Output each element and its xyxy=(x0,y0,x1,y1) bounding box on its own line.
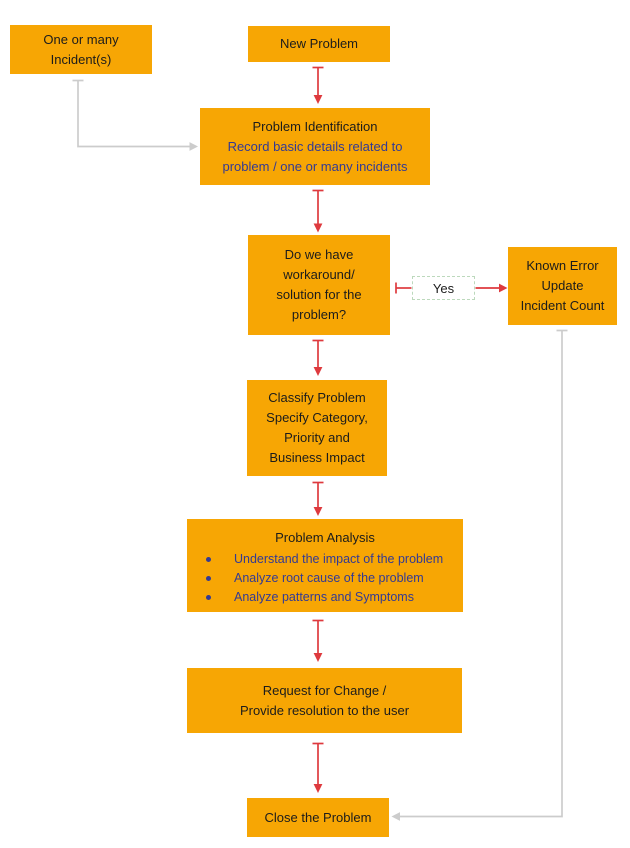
node-label-line: Known Error xyxy=(526,258,599,273)
analysis-bullet-item: Analyze root cause of the problem xyxy=(187,569,463,588)
node-label-line: Do we have xyxy=(284,247,354,262)
node-label-line: Provide resolution to the user xyxy=(239,702,410,718)
node-incidents: One or many Incident(s) xyxy=(10,25,152,74)
bullet-text: Analyze patterns and Symptoms xyxy=(234,590,414,604)
node-label-line: problem / one or many incidents xyxy=(222,158,408,174)
arrow-new-problem-to-identification xyxy=(312,66,324,104)
analysis-bullet-item: Analyze patterns and Symptoms xyxy=(187,588,463,607)
node-label-line: New Problem xyxy=(279,36,359,51)
node-label-line: problem? xyxy=(291,307,347,322)
arrow-analysis-to-rfc xyxy=(312,619,324,662)
yes-connector-label: Yes xyxy=(412,276,475,300)
node-known-error: Known Error Update Incident Count xyxy=(508,247,617,325)
node-label-line: solution for the xyxy=(276,287,362,302)
bullet-text: Analyze root cause of the problem xyxy=(234,571,424,585)
arrow-known-error-to-close xyxy=(391,329,568,821)
node-label-line: One or many xyxy=(43,31,119,47)
analysis-bullet-item: Understand the impact of the problem xyxy=(187,550,463,569)
arrow-workaround-yes-known-error xyxy=(395,282,508,294)
arrow-classify-to-analysis xyxy=(312,481,324,516)
node-label-line: Specify Category, xyxy=(266,410,368,425)
node-label-line: Close the Problem xyxy=(264,809,372,825)
node-label-line: Incident(s) xyxy=(50,51,112,67)
node-new-problem: New Problem xyxy=(248,26,390,62)
node-title: Problem Analysis xyxy=(275,530,375,545)
node-label-line: Update xyxy=(541,278,584,293)
node-problem-identification: Problem Identification Record basic deta… xyxy=(200,108,430,185)
node-label-line: Business Impact xyxy=(269,450,365,465)
arrow-rfc-to-close xyxy=(312,742,324,793)
bullet-icon xyxy=(206,576,211,581)
node-label-line: Record basic details related to xyxy=(227,138,403,154)
node-label-line: Classify Problem xyxy=(268,390,366,405)
arrow-workaround-to-classify xyxy=(312,339,324,376)
node-label-line: workaround/ xyxy=(283,267,355,282)
node-problem-analysis: Problem Analysis Understand the impact o… xyxy=(187,519,463,612)
bullet-text: Understand the impact of the problem xyxy=(234,552,444,566)
node-label-line: Priority and xyxy=(284,430,350,445)
node-close-problem: Close the Problem xyxy=(247,798,389,837)
arrow-incidents-to-identification xyxy=(72,79,198,151)
node-label-line: Request for Change / xyxy=(262,682,387,698)
node-request-for-change: Request for Change / Provide resolution … xyxy=(187,668,462,733)
arrow-identification-to-workaround xyxy=(312,189,324,233)
bullet-icon xyxy=(206,595,211,600)
bullet-icon xyxy=(206,557,211,562)
node-workaround-question: Do we have workaround/ solution for the … xyxy=(248,235,390,335)
node-title: Problem Identification xyxy=(252,118,378,134)
node-classify-problem: Classify Problem Specify Category, Prior… xyxy=(247,380,387,476)
node-label-line: Incident Count xyxy=(520,298,605,313)
yes-label: Yes xyxy=(432,280,455,296)
